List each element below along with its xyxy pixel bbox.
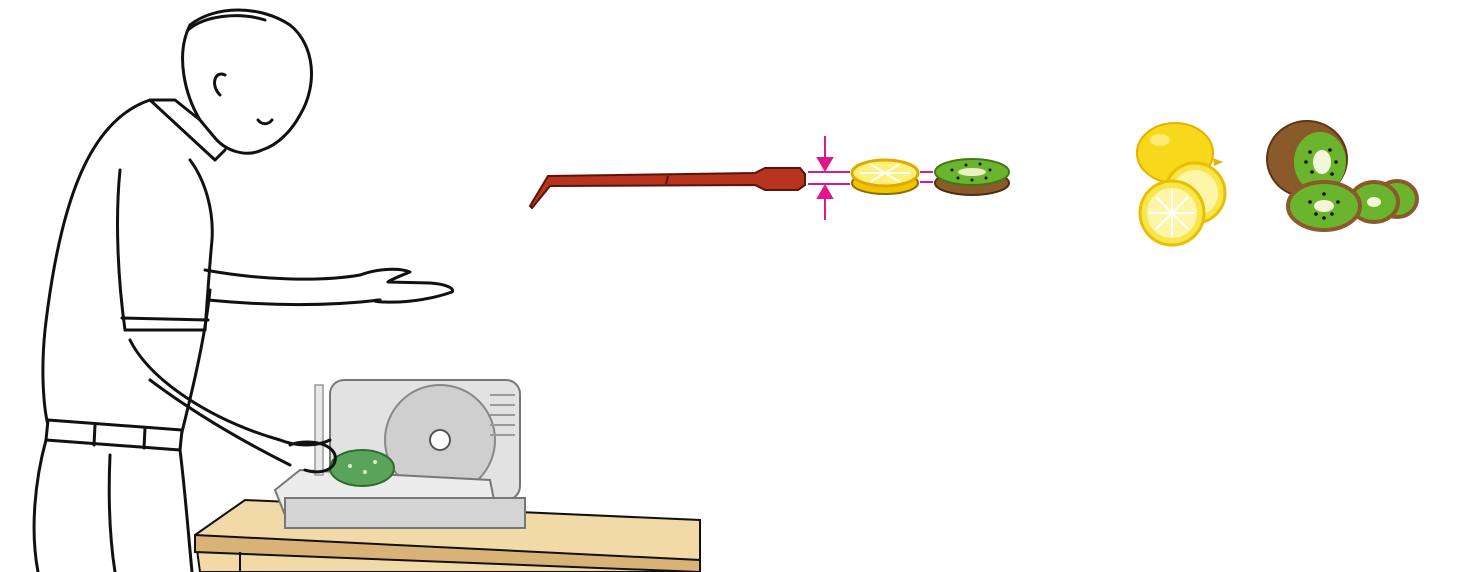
person-with-slicer-illustration (0, 0, 701, 572)
person-slicer-svg (32, 8, 701, 572)
equals-marks (920, 171, 933, 183)
kiwis-photo (1262, 114, 1422, 238)
kiwi-slice-icon (934, 158, 1010, 196)
slicer-machine-icon (273, 379, 526, 529)
kiwis-icon (1266, 120, 1419, 232)
lemons-icon (1136, 122, 1227, 247)
lemon-slice-icon (850, 158, 920, 195)
thickness-diagram-svg (528, 136, 1010, 220)
thickness-diagram (520, 128, 1020, 228)
lemons-photo (1130, 118, 1240, 247)
thickness-arrows-icon (808, 136, 850, 220)
cucumber-icon (329, 449, 395, 487)
man-figure-icon (32, 8, 455, 572)
knife-icon (528, 167, 806, 210)
